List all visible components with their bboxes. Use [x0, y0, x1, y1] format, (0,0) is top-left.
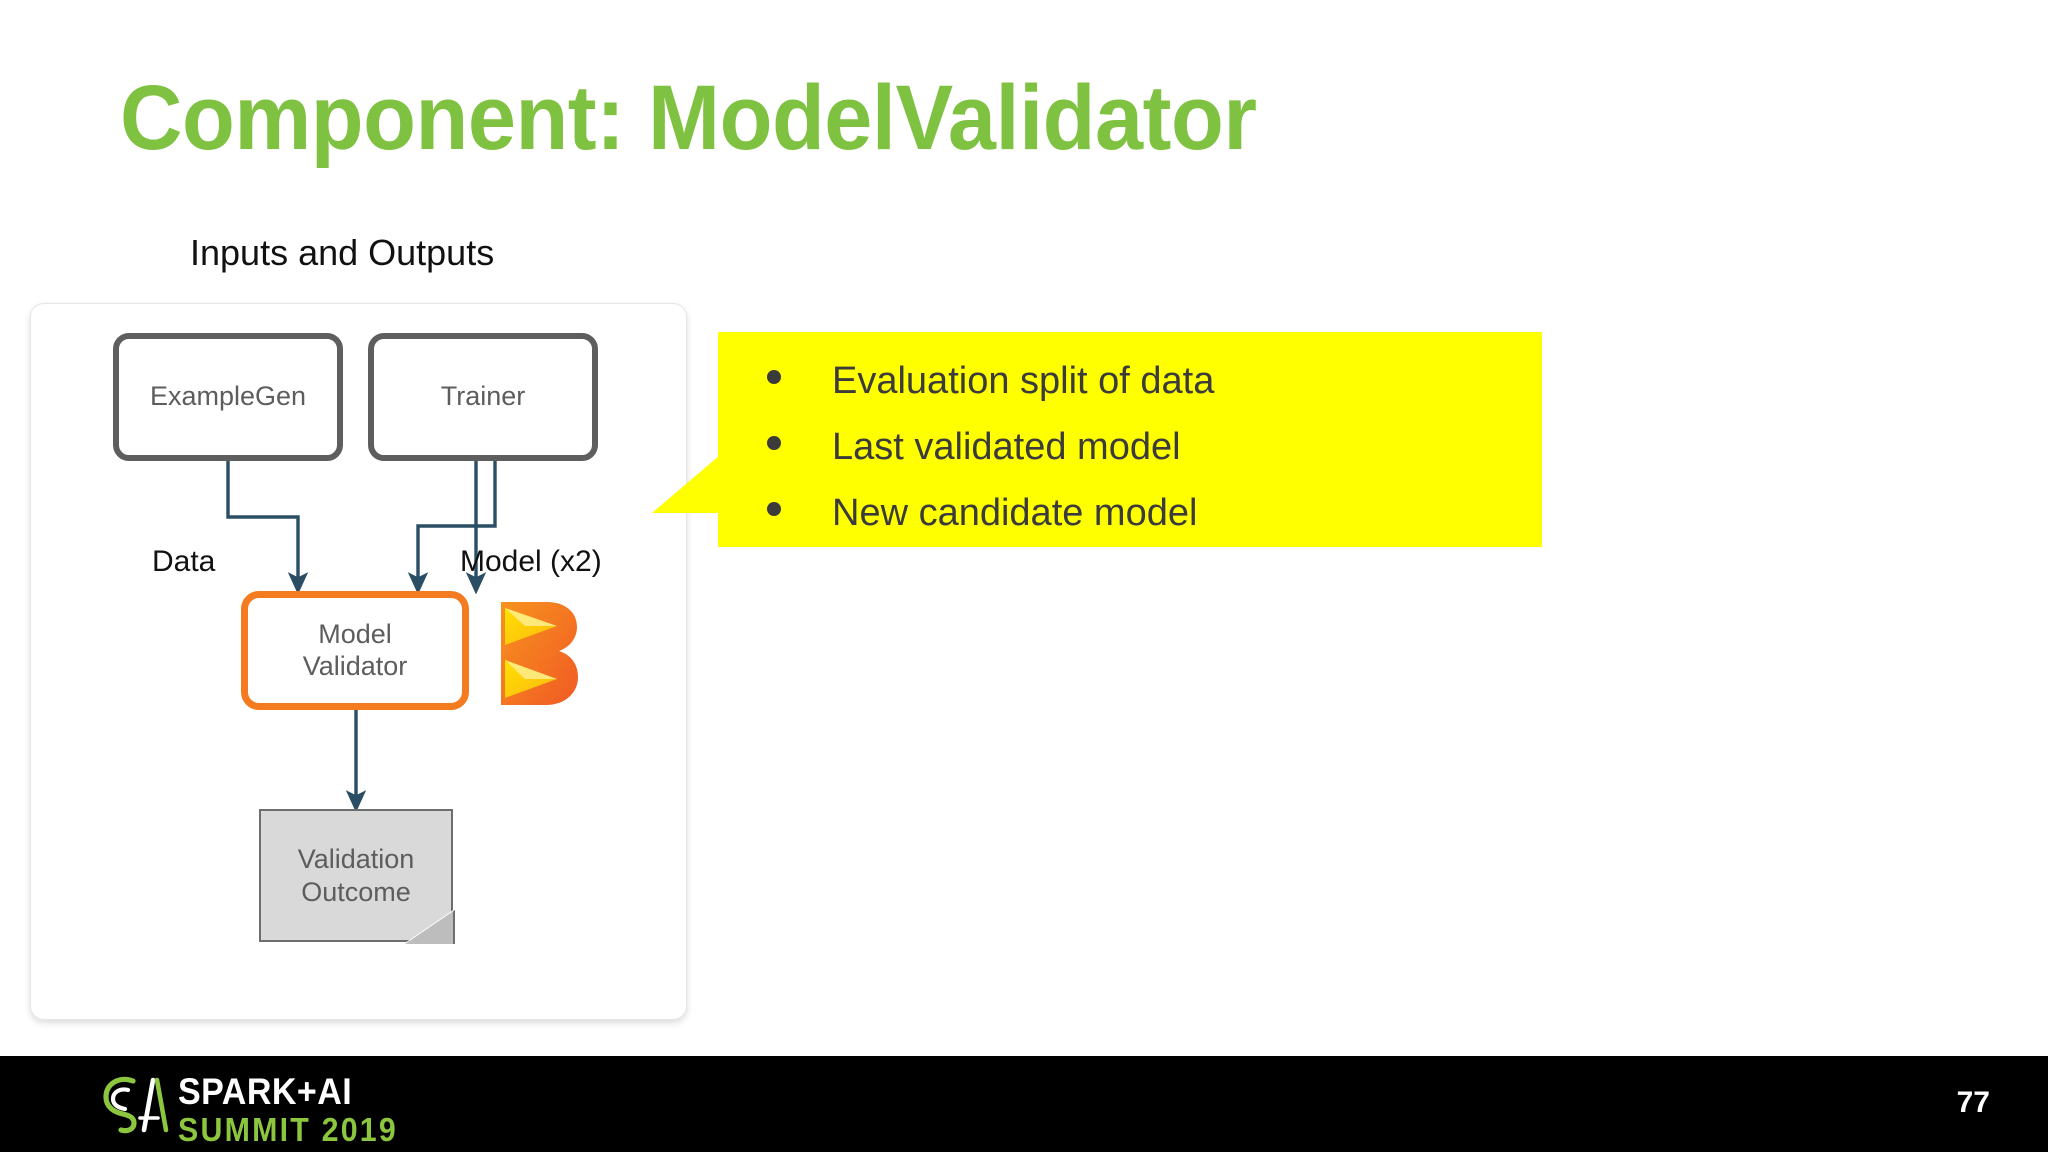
node-label: Validation Outcome: [298, 843, 415, 908]
footer-bar: [0, 1056, 2048, 1152]
node-label-line-2: Outcome: [301, 876, 411, 907]
edge-label-model: Model (x2): [460, 545, 602, 578]
footer-brand-line-1: SPARK+AI: [178, 1071, 353, 1112]
spark-ai-summit-logo-icon: [103, 1076, 169, 1134]
callout-bullet-item: New candidate model: [718, 494, 1542, 532]
node-label: ExampleGen: [149, 381, 307, 412]
callout-bullet-text: Last validated model: [832, 426, 1181, 468]
callout-bullet-item: Last validated model: [718, 428, 1542, 466]
footer-wordmark: SPARK+AI SUMMIT 2019: [178, 1073, 417, 1146]
slide-subtitle: Inputs and Outputs: [190, 232, 495, 273]
node-label: Trainer: [440, 381, 526, 412]
page-number: 77: [1956, 1086, 1990, 1119]
node-label-line-1: Validation: [297, 844, 415, 875]
diagram-node-validation-outcome[interactable]: Validation Outcome: [259, 809, 453, 942]
edge-label-data: Data: [152, 545, 216, 578]
diagram-node-model-validator[interactable]: Model Validator: [241, 591, 469, 710]
bullet-dot-icon: [767, 370, 781, 384]
footer-brand-line-2: SUMMIT 2019: [178, 1111, 399, 1148]
bullet-dot-icon: [767, 502, 781, 516]
callout-box: Evaluation split of data Last validated …: [718, 332, 1542, 547]
callout-bullet-item: Evaluation split of data: [718, 362, 1542, 400]
diagram-node-trainer[interactable]: Trainer: [368, 333, 598, 461]
bullet-dot-icon: [767, 436, 781, 450]
callout-bullet-text: Evaluation split of data: [832, 360, 1215, 402]
callout-bullet-text: New candidate model: [832, 492, 1198, 534]
page-title: Component: ModelValidator: [120, 67, 1257, 169]
node-label: Model Validator: [303, 619, 408, 681]
node-label-line-2: Validator: [302, 650, 408, 681]
callout-bullet-list: Evaluation split of data Last validated …: [718, 332, 1542, 547]
diagram-node-examplegen[interactable]: ExampleGen: [113, 333, 343, 461]
node-label-line-1: Model: [318, 619, 392, 650]
tfx-component-logo-icon: [501, 602, 578, 705]
